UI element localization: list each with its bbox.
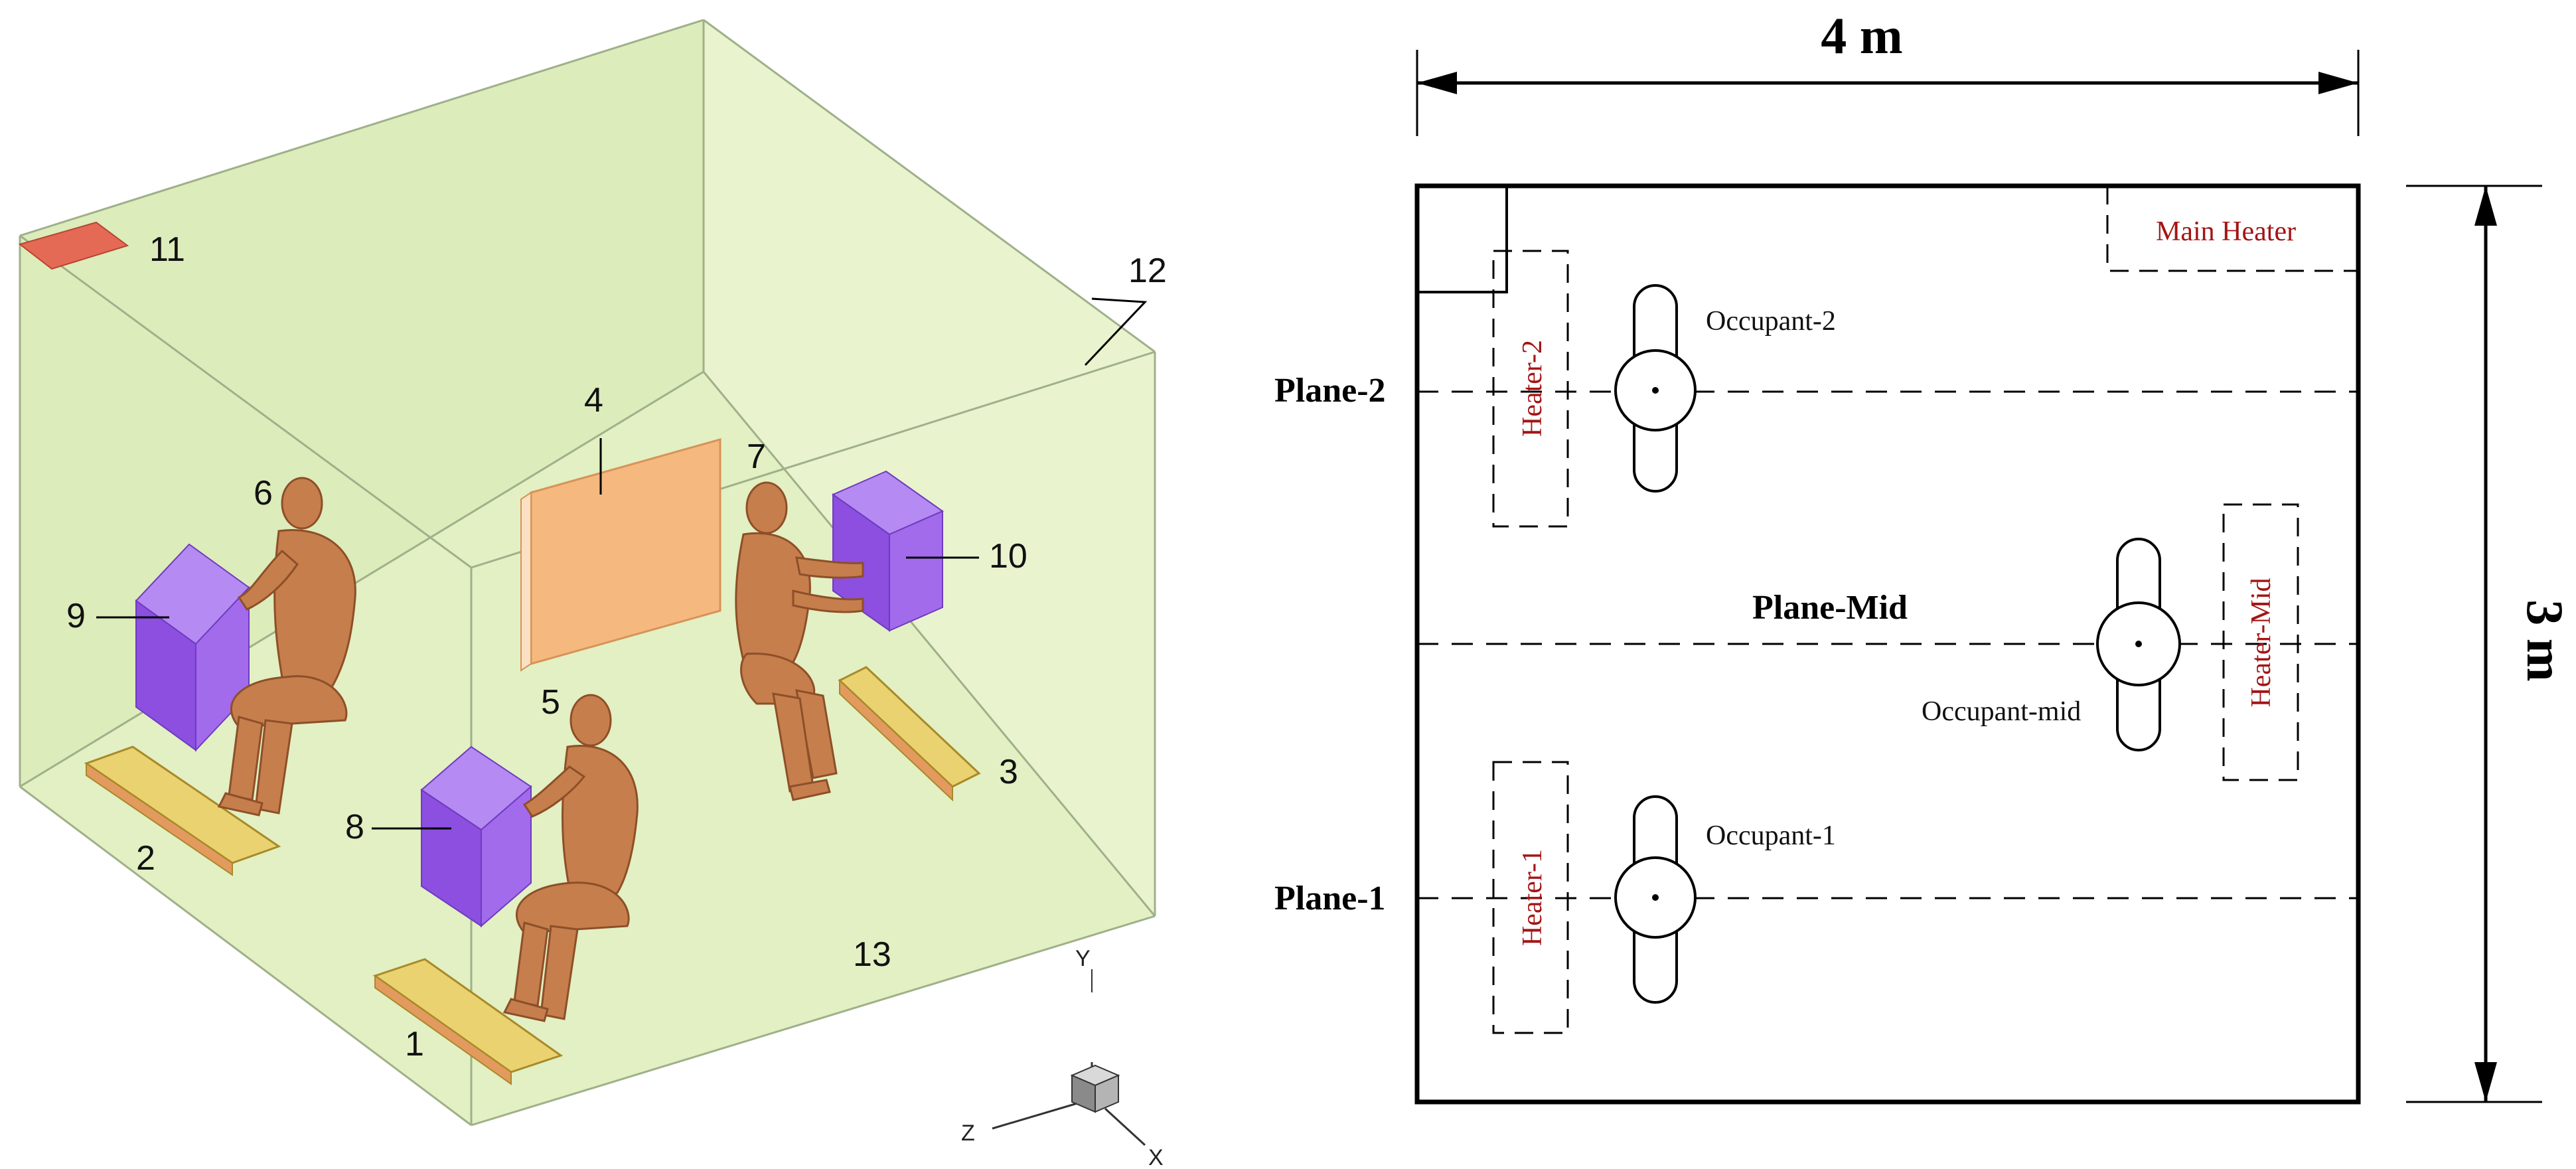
label-9: 9	[66, 597, 86, 635]
occupant-2-plan	[1614, 284, 1697, 493]
label-7: 7	[747, 437, 766, 476]
occupant-1-plan	[1614, 795, 1697, 1004]
label-5: 5	[541, 683, 560, 722]
leader-lines	[96, 297, 1148, 830]
label-11: 11	[149, 230, 185, 269]
plan-corner-box	[1417, 186, 1508, 293]
main-heater-label: Main Heater	[2156, 216, 2296, 247]
room-right-wall	[704, 20, 1155, 916]
height-dimension-label: 3 m	[2516, 599, 2574, 681]
label-2: 2	[136, 839, 155, 878]
axis-cube-right	[1095, 1074, 1119, 1113]
plane-mid-label: Plane-Mid	[1752, 589, 1908, 627]
occupant-7	[735, 481, 864, 801]
occupant-mid-plan	[2096, 538, 2181, 751]
axis-y-label: Y	[1075, 946, 1091, 971]
label-1: 1	[405, 1025, 424, 1063]
component-numbers: 1 2 3 4 5 6 7 8 9 10 11 12 13	[66, 230, 1167, 1063]
main-heater-panel-side	[520, 491, 532, 672]
heater-2-label: Heater-2	[1517, 340, 1548, 437]
axis-triad: Y Z X	[961, 946, 1164, 1169]
ceiling-vent	[18, 221, 129, 270]
plane-2-label: Plane-2	[1274, 372, 1386, 410]
label-10: 10	[989, 537, 1027, 576]
label-13: 13	[853, 935, 891, 974]
plane-1-label: Plane-1	[1274, 880, 1386, 917]
heater-mid-label: Heater-Mid	[2246, 578, 2277, 707]
foot-heater-3	[838, 666, 981, 802]
axis-z-label: Z	[961, 1121, 975, 1146]
label-6: 6	[254, 474, 273, 512]
computer-8	[420, 745, 532, 928]
plan-view: 4 m 3 m	[1274, 7, 2574, 1105]
label-12: 12	[1128, 252, 1167, 290]
label-3: 3	[999, 753, 1018, 791]
computer-9	[135, 543, 250, 752]
axis-x-label: X	[1148, 1145, 1164, 1169]
isometric-room-view: 1 2 3 4 5 6 7 8 9 10 11 12 13 Y Z X	[18, 19, 1167, 1169]
foot-heater-2	[84, 745, 281, 876]
label-4: 4	[584, 381, 603, 420]
occupant-5	[502, 694, 639, 1022]
height-dimension: 3 m	[2406, 185, 2574, 1103]
heater-boxes	[1492, 186, 2358, 1034]
width-dimension-label: 4 m	[1821, 7, 1902, 64]
label-8: 8	[345, 808, 364, 846]
occupant-6	[217, 477, 356, 817]
heater-1-label: Heater-1	[1517, 849, 1548, 946]
occupant-2-label: Occupant-2	[1706, 306, 1836, 337]
width-dimension: 4 m	[1416, 7, 2360, 136]
foot-heater-1	[372, 958, 564, 1085]
occupant-mid-label: Occupant-mid	[1922, 696, 2081, 727]
occupant-1-label: Occupant-1	[1706, 820, 1836, 851]
plane-lines	[1417, 390, 2358, 899]
